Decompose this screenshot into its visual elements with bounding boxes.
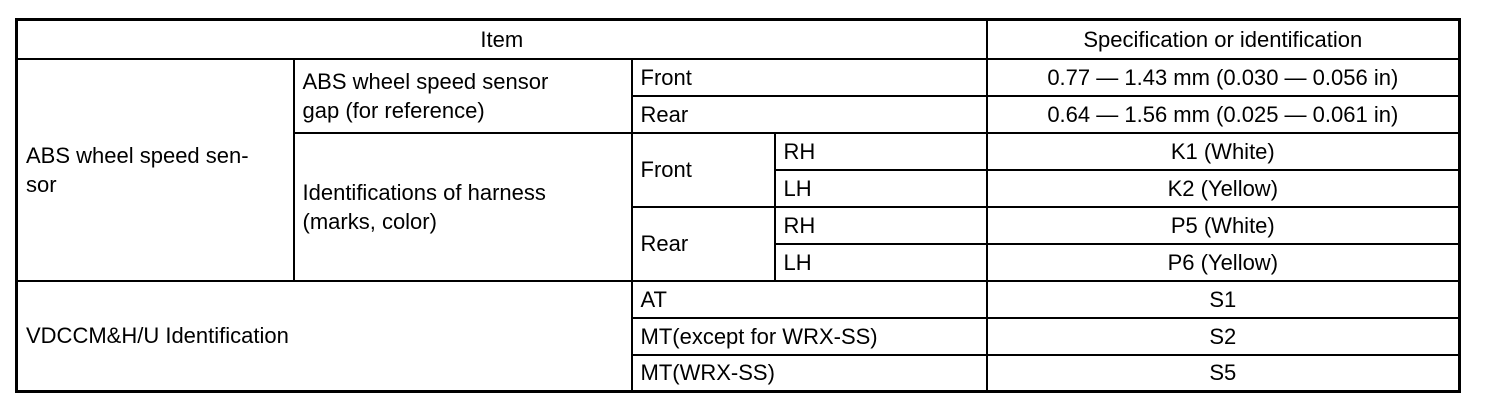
header-spec-cell: Specification or identification <box>985 18 1461 60</box>
harness-front-rh-spec-cell: K1 (White) <box>985 131 1461 171</box>
gap-rear-spec-cell: 0.64 — 1.56 mm (0.025 — 0.061 in) <box>985 94 1461 134</box>
harness-front-lh-cell: LH <box>773 168 988 208</box>
vdccm-mt-except-spec-cell: S2 <box>985 316 1461 356</box>
harness-rear-cell: Rear <box>630 205 776 282</box>
harness-label-cell: Identifications of harness (marks, color… <box>292 131 633 282</box>
harness-rear-lh-spec-cell: P6 (Yellow) <box>985 242 1461 282</box>
gap-front-cell: Front <box>630 57 988 97</box>
harness-rear-lh-cell: LH <box>773 242 988 282</box>
vdccm-mt-except-cell: MT(except for WRX-SS) <box>630 316 988 356</box>
harness-front-cell: Front <box>630 131 776 208</box>
harness-front-lh-spec-cell: K2 (Yellow) <box>985 168 1461 208</box>
gap-front-spec-cell: 0.77 — 1.43 mm (0.030 — 0.056 in) <box>985 57 1461 97</box>
gap-rear-cell: Rear <box>630 94 988 134</box>
harness-front-rh-cell: RH <box>773 131 988 171</box>
vdccm-mt-wrx-cell: MT(WRX-SS) <box>630 353 988 393</box>
abs-wheel-speed-sensor-cell: ABS wheel speed sen- sor <box>15 57 295 282</box>
vdccm-at-spec-cell: S1 <box>985 279 1461 319</box>
harness-rear-rh-spec-cell: P5 (White) <box>985 205 1461 245</box>
sensor-gap-label-cell: ABS wheel speed sensor gap (for referenc… <box>292 57 633 134</box>
spec-table-container: Item Specification or identification ABS… <box>15 18 1462 393</box>
harness-rear-rh-cell: RH <box>773 205 988 245</box>
header-item-cell: Item <box>15 18 988 60</box>
vdccm-mt-wrx-spec-cell: S5 <box>985 353 1461 393</box>
vdccm-at-cell: AT <box>630 279 988 319</box>
spec-table: Item Specification or identification ABS… <box>15 18 1462 393</box>
vdccm-identification-cell: VDCCM&H/U Identification <box>15 279 633 393</box>
